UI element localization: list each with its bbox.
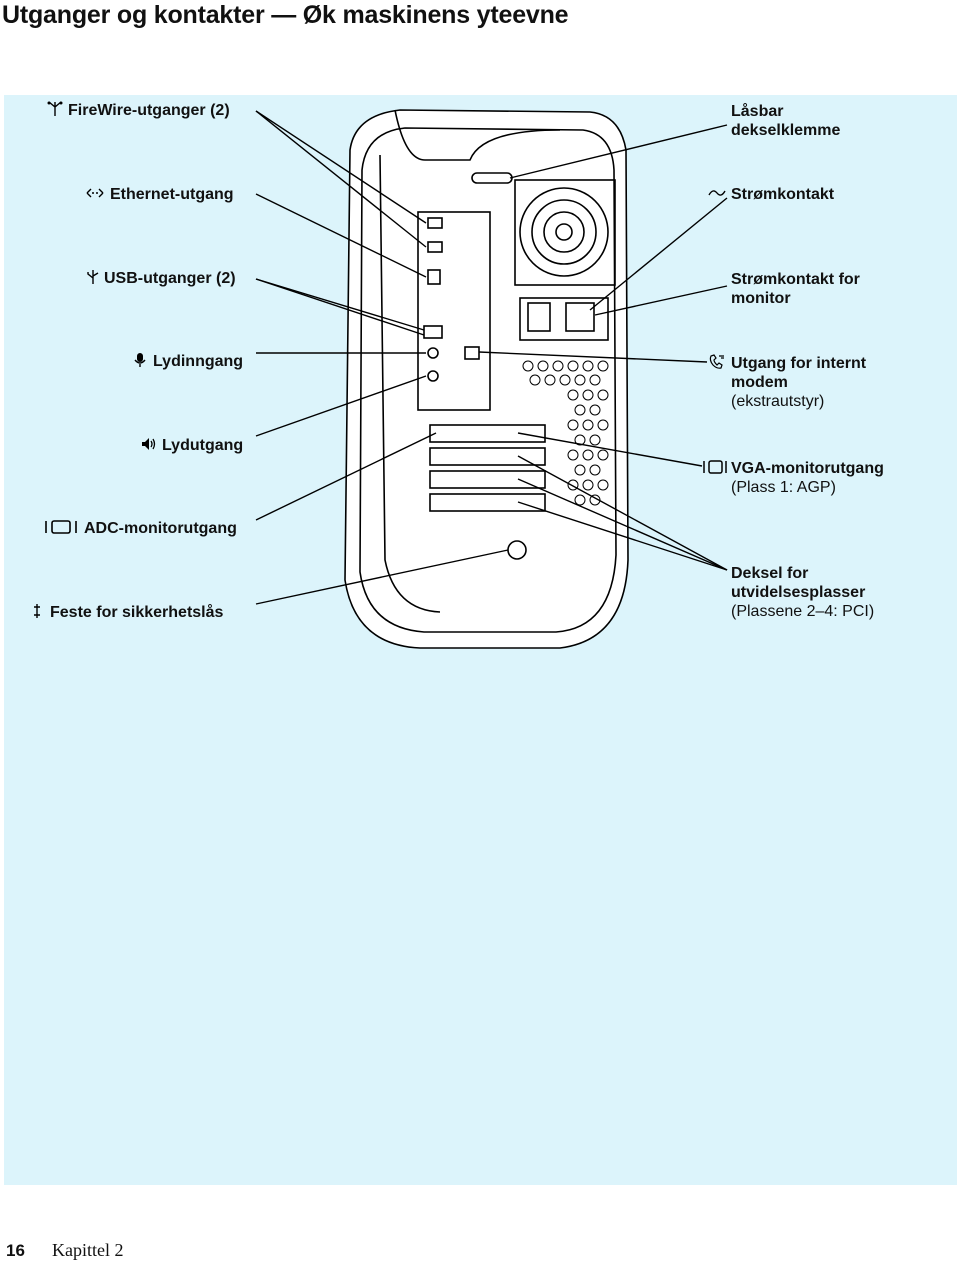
covers-line3: (Plassene 2–4: PCI) [731, 603, 875, 620]
monitor-icon [45, 520, 77, 534]
vga-line2: (Plass 1: AGP) [731, 479, 836, 496]
latch-label: Låsbar dekselklemme [731, 102, 840, 140]
covers-line2: utvidelsesplasser [731, 584, 866, 601]
vga-label: VGA-monitorutgang (Plass 1: AGP) [731, 459, 884, 497]
latch-label-line2: dekselklemme [731, 122, 841, 139]
page-number: 16 [6, 1241, 25, 1260]
ethernet-icon [86, 188, 104, 198]
microphone-icon [134, 353, 146, 367]
ethernet-label: Ethernet-utgang [110, 186, 234, 203]
power-label: Strømkontakt [731, 186, 835, 203]
vga-monitor-icon [703, 460, 727, 474]
modem-line1: Utgang for internt [731, 355, 867, 372]
modem-label: Utgang for internt modem (ekstrautstyr) [731, 354, 866, 411]
monitor-power-label: Strømkontakt for monitor [731, 270, 860, 308]
audio-out-label: Lydutgang [162, 437, 244, 454]
monitor-power-line2: monitor [731, 290, 791, 307]
lock-icon [34, 604, 40, 618]
security-label: Feste for sikkerhetslås [50, 604, 224, 621]
usb-label: USB-utganger (2) [104, 270, 236, 287]
monitor-power-line1: Strømkontakt for [731, 271, 860, 288]
modem-line3: (ekstrautstyr) [731, 393, 825, 410]
chapter-label: Kapittel 2 [52, 1240, 124, 1260]
firewire-icon [47, 101, 63, 116]
phone-icon [709, 354, 724, 369]
computer-rear-diagram [255, 109, 728, 649]
speaker-icon [142, 438, 156, 450]
vga-line1: VGA-monitorutgang [731, 460, 884, 477]
adc-label: ADC-monitorutgang [84, 520, 237, 537]
latch-label-line1: Låsbar [731, 103, 784, 120]
firewire-label: FireWire-utganger (2) [68, 102, 230, 119]
page-title: Utganger og kontakter — Øk maskinens yte… [2, 1, 569, 29]
covers-label: Deksel for utvidelsesplasser (Plassene 2… [731, 564, 874, 621]
audio-in-label: Lydinngang [153, 353, 244, 370]
usb-icon [87, 270, 99, 284]
covers-line1: Deksel for [731, 565, 809, 582]
modem-line2: modem [731, 374, 788, 391]
power-icon [708, 190, 726, 196]
